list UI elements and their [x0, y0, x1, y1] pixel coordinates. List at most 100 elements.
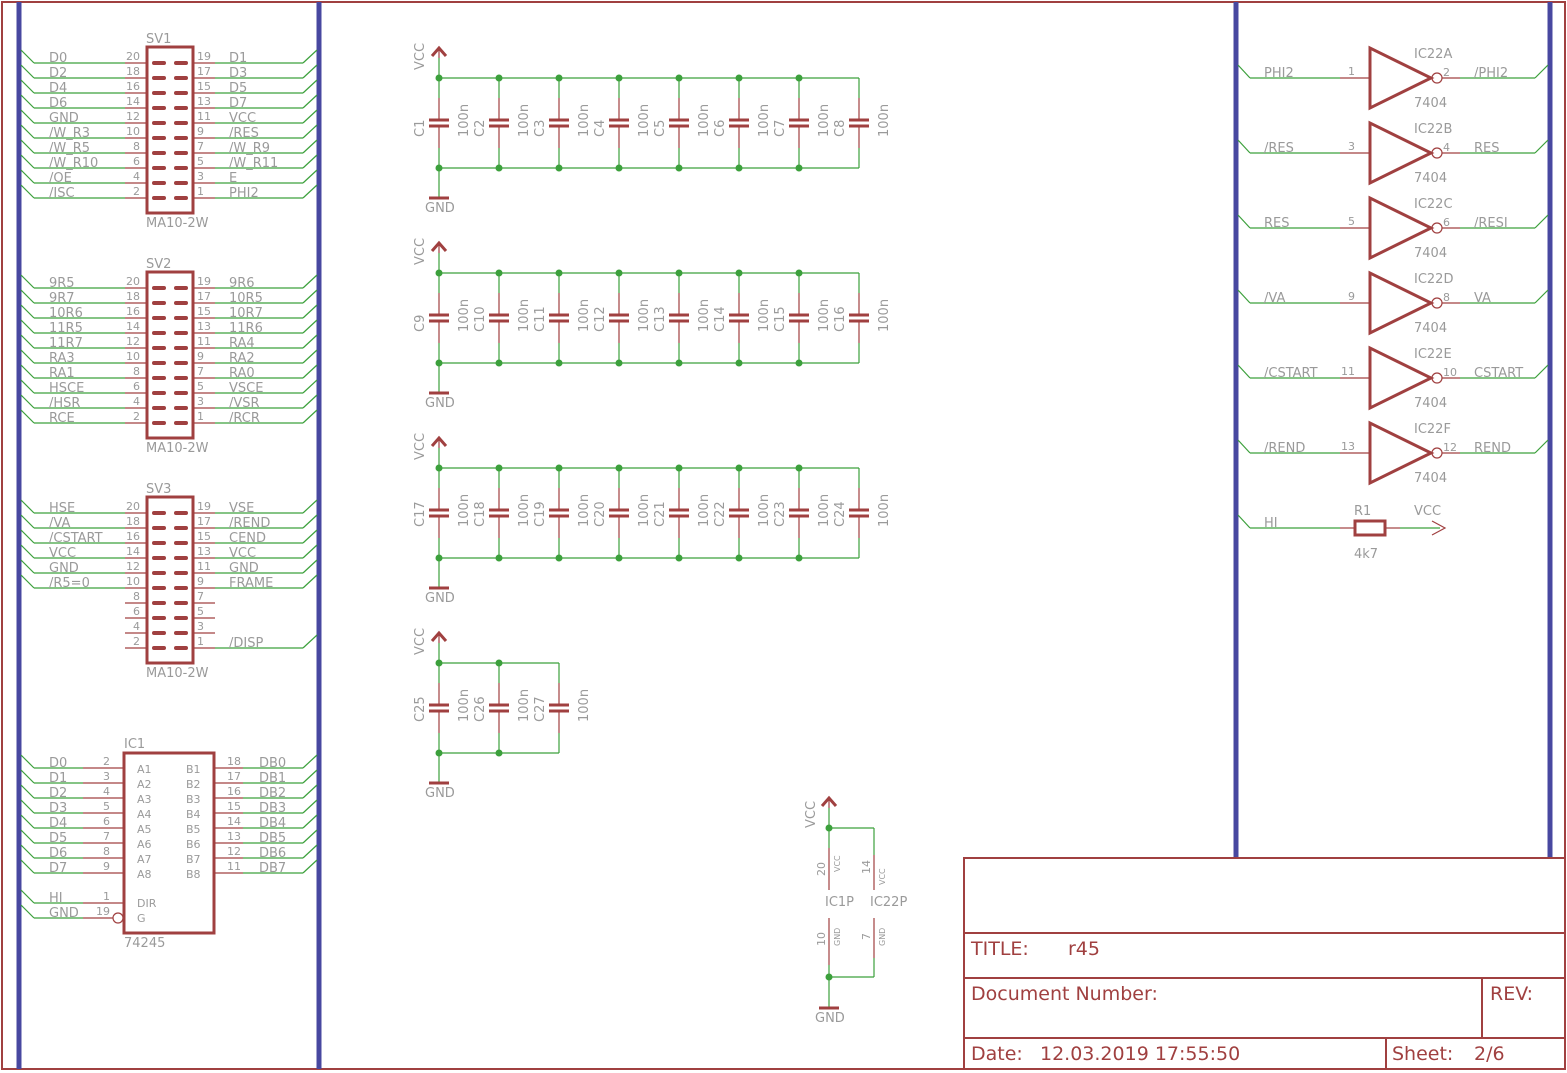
capacitor-value: 100n: [817, 299, 832, 332]
junction-dot: [555, 359, 563, 367]
junction-dot: [675, 359, 683, 367]
pin-number: 2: [133, 635, 140, 648]
bus-entry: [302, 784, 318, 799]
bus-entry: [302, 124, 318, 139]
pin-number: 10: [126, 350, 140, 363]
net-label: /REND: [1264, 441, 1305, 456]
part-name: IC1: [124, 737, 145, 752]
junction-dot: [675, 464, 683, 472]
capacitor-name: C20: [593, 501, 608, 527]
pin-name: B6: [186, 838, 201, 851]
net-label: DB2: [259, 786, 286, 801]
junction-dot: [555, 464, 563, 472]
junction-dot: [435, 554, 443, 562]
junction-dot: [495, 74, 503, 82]
pin-number: 3: [1348, 140, 1355, 153]
capacitor-name: C8: [833, 120, 848, 137]
bus-entry: [20, 379, 35, 394]
bus-entry: [1534, 289, 1549, 304]
pin-number: 7: [197, 590, 204, 603]
capacitor-value: 100n: [577, 104, 592, 137]
bus-entry: [302, 544, 318, 559]
pin-pad: [152, 616, 166, 620]
bus-entry: [20, 544, 35, 559]
part-value: 7404: [1414, 471, 1447, 486]
capacitor-value: 100n: [877, 299, 892, 332]
connector-body: [145, 270, 195, 440]
pin-name: A4: [137, 808, 152, 821]
pin-pad: [152, 556, 166, 560]
pin-number: 15: [197, 530, 211, 543]
pin-pad: [152, 571, 166, 575]
net-label: HSE: [49, 501, 75, 516]
bus-entry: [302, 79, 318, 94]
pin-number: 15: [197, 305, 211, 318]
pin-number: 4: [133, 620, 140, 633]
net-label: D3: [49, 801, 67, 816]
net-label: HI: [1264, 516, 1278, 531]
net-label: /REND: [229, 516, 270, 531]
bus-entry: [302, 349, 318, 364]
net-label: RA0: [229, 366, 255, 381]
net-label: DB5: [259, 831, 286, 846]
pin-number: 10: [1443, 366, 1457, 379]
bus-entry: [302, 289, 318, 304]
inversion-bubble-icon: [112, 912, 124, 924]
junction-dot: [675, 164, 683, 172]
pin-number: 11: [197, 335, 211, 348]
part-name: IC22B: [1414, 122, 1452, 137]
capacitor-value: 100n: [517, 104, 532, 137]
pin-number: 12: [1443, 441, 1457, 454]
capacitor-value: 100n: [757, 299, 772, 332]
junction-dot: [495, 269, 503, 277]
bus-entry: [302, 394, 318, 409]
capacitor-name: C23: [773, 501, 788, 527]
pin-number: 12: [126, 560, 140, 573]
part-name: IC22D: [1414, 272, 1453, 287]
pin-pad: [152, 421, 166, 425]
capacitor-name: C21: [653, 501, 668, 527]
sheet-value: 2/6: [1474, 1043, 1505, 1065]
net-label: VCC: [229, 546, 256, 561]
pin-number: 5: [197, 605, 204, 618]
capacitor-name: C27: [533, 696, 548, 722]
bus-entry: [20, 859, 35, 874]
pin-pad: [152, 121, 166, 125]
net-label: D5: [49, 831, 67, 846]
net-label: /W_R9: [229, 141, 270, 156]
capacitor-value: 100n: [457, 689, 472, 722]
junction-dot: [675, 554, 683, 562]
bus-entry: [1237, 289, 1251, 304]
connector-body: [145, 495, 195, 665]
pin-pad: [152, 61, 166, 65]
supply-label: VCC: [804, 801, 819, 828]
pin-number: 16: [126, 530, 140, 543]
capacitor-value: 100n: [757, 494, 772, 527]
pin-number: 20: [815, 862, 828, 876]
junction-dot: [495, 659, 503, 667]
net-label: /RES: [229, 126, 259, 141]
pin-number: 17: [197, 515, 211, 528]
pin-number: 17: [197, 65, 211, 78]
pin-number: 7: [197, 140, 204, 153]
bus-entry: [20, 289, 35, 304]
junction-dot: [435, 359, 443, 367]
pin-number: 9: [1348, 290, 1355, 303]
pin-number: 2: [103, 755, 110, 768]
junction-dot: [435, 464, 443, 472]
pin-pad: [152, 361, 166, 365]
bus-entry: [1534, 214, 1549, 229]
bus-entry: [20, 94, 35, 109]
net-label: 10R6: [49, 306, 83, 321]
capacitor-value: 100n: [697, 494, 712, 527]
pin-number: 2: [133, 410, 140, 423]
net-label: 10R7: [229, 306, 263, 321]
bus-entry: [302, 109, 318, 124]
pin-pad: [152, 406, 166, 410]
junction-dot: [795, 464, 803, 472]
net-label: /W_R3: [49, 126, 90, 141]
bus-entry: [1237, 64, 1251, 79]
ground-label: GND: [425, 396, 455, 411]
